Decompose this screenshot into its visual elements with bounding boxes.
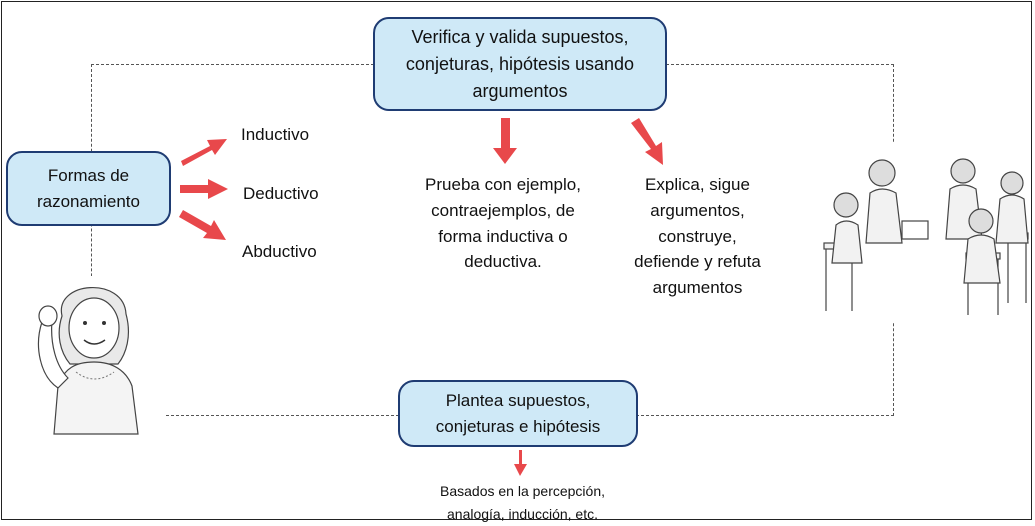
girl-illustration <box>14 276 164 436</box>
prueba-text: Prueba con ejemplo, contraejemplos, de f… <box>425 175 581 272</box>
arrow-abductivo <box>179 210 226 240</box>
basados-text: Basados en la percepción, analogía, indu… <box>440 483 605 523</box>
arrow-to-explica <box>631 118 663 165</box>
arrow-inductivo <box>181 139 227 166</box>
explica-text: Explica, sigue argumentos, construye, de… <box>634 175 761 298</box>
verify-box: Verifica y valida supuestos, conjeturas,… <box>373 17 667 111</box>
hypothesis-box: Plantea supuestos, conjeturas e hipótesi… <box>398 380 638 447</box>
label-inductivo: Inductivo <box>241 125 310 144</box>
label-abductivo: Abductivo <box>242 242 317 261</box>
label-deductivo: Deductivo <box>243 184 319 203</box>
students-group-illustration <box>816 143 1031 323</box>
arrow-to-prueba <box>493 118 517 164</box>
arrow-to-basados <box>514 450 527 476</box>
reasoning-forms-box: Formas de razonamiento <box>6 151 171 226</box>
arrow-deductivo <box>180 179 228 199</box>
